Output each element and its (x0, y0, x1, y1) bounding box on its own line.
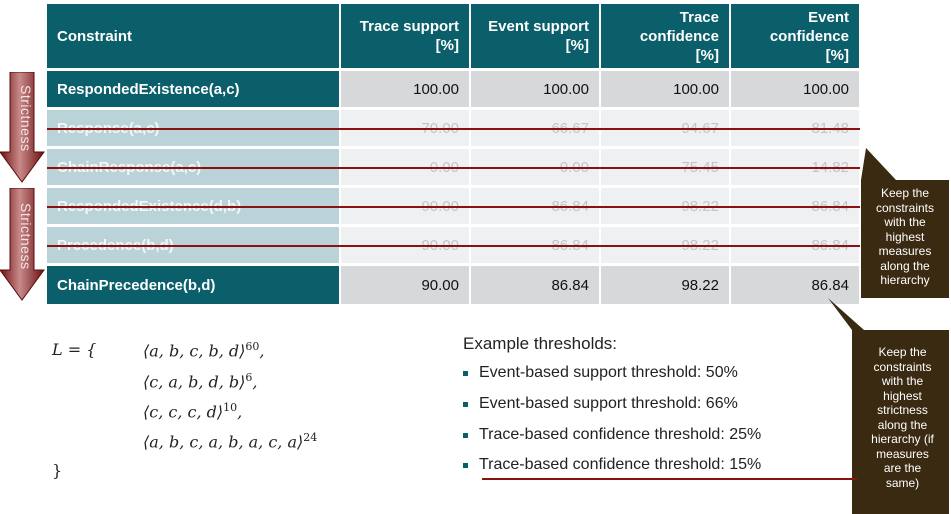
bullet-icon (463, 462, 468, 468)
event-confidence-value: 86.84 (731, 266, 859, 304)
threshold-text: Trace-based confidence threshold: 25% (479, 426, 762, 443)
threshold-text: Event-based support threshold: 66% (479, 395, 738, 412)
header-event-confidence-line1: Event (808, 8, 849, 26)
callout-bottom-line: with the (881, 374, 924, 388)
header-trace-confidence-line3: [%] (695, 46, 719, 64)
trace-confidence-value: 98.22 (601, 266, 729, 304)
trace-separator: , (237, 402, 243, 422)
callout-bottom-line: along the (877, 417, 928, 432)
threshold-item: Event-based support threshold: 50% (463, 364, 738, 382)
event-log-trace: ⟨c, a, b, d, b⟩6, (143, 371, 258, 391)
callout-bottom-line: same) (885, 475, 920, 490)
event-support-value: 100.00 (471, 71, 599, 107)
strike-line-responded-existence-db (47, 206, 860, 208)
header-constraint-label: Constraint (57, 27, 132, 45)
callout-bottom-line: constraints (873, 359, 932, 374)
callout-keep-highest-measures: Keep the constraints with the highest me… (861, 186, 949, 288)
callout-top-line: hierarchy (880, 273, 930, 287)
header-event-confidence-line3: [%] (825, 46, 849, 64)
callout-bottom-line: strictness (877, 403, 928, 417)
callout-bottom-line: are the (883, 461, 922, 475)
threshold-underline (482, 478, 857, 480)
trace-support-value: 90.00 (341, 266, 469, 304)
strictness-arrow-down-icon (0, 72, 45, 183)
callout-top-line: Keep the (880, 186, 930, 200)
trace-support-value: 100.00 (341, 71, 469, 107)
trace-multiplicity: 10 (223, 401, 238, 414)
bullet-icon (463, 401, 468, 407)
strike-line-precedence (47, 245, 860, 247)
header-trace-support: Trace support [%] (341, 4, 469, 68)
event-log-open: L = { (52, 340, 97, 359)
header-trace-confidence-line1: Trace (679, 8, 719, 26)
constraint-name: ChainPrecedence(b,d) (47, 266, 339, 304)
header-trace-support-line2: [%] (435, 37, 459, 54)
event-log-trace: ⟨a, b, c, b, d⟩60, (143, 340, 265, 360)
callout-bottom-line: Keep the (878, 345, 927, 359)
trace-confidence-value: 100.00 (601, 71, 729, 107)
strictness-label-top: Strictness (18, 84, 34, 152)
strictness-label-bottom: Strictness (18, 202, 34, 270)
trace-multiplicity: 6 (245, 371, 253, 384)
event-support-value: 86.84 (471, 266, 599, 304)
threshold-text: Trace-based confidence threshold: 15% (479, 456, 762, 473)
header-trace-confidence-line2: confidence (639, 27, 719, 45)
trace-multiplicity: 24 (303, 431, 318, 444)
trace-separator: , (252, 372, 258, 392)
trace-separator: , (259, 341, 265, 361)
callout-keep-highest-strictness: Keep the constraints with the highest st… (854, 345, 951, 490)
trace-sequence: ⟨a, b, c, a, b, a, c, a⟩ (143, 432, 304, 452)
header-event-support-label: Event support [%] (488, 17, 589, 55)
trace-multiplicity: 60 (245, 340, 260, 353)
constraint-name: RespondedExistence(a,c) (47, 71, 339, 107)
threshold-item: Trace-based confidence threshold: 15% (463, 456, 761, 474)
header-constraint: Constraint (47, 4, 339, 68)
callout-top-line: with the (884, 215, 926, 229)
threshold-item: Event-based support threshold: 66% (463, 395, 738, 413)
event-log-close: } (52, 461, 63, 480)
header-event-confidence-line2: confidence (769, 27, 849, 45)
callout-bottom-line: highest (883, 388, 922, 403)
strictness-arrow-down-icon (0, 188, 45, 301)
header-event-confidence-label: Event confidence [%] (770, 8, 849, 65)
event-log-trace: ⟨a, b, c, a, b, a, c, a⟩24 (143, 431, 317, 451)
header-event-support-line2: [%] (565, 37, 589, 54)
constraints-table: Constraint Trace support [%] Event suppo… (47, 4, 860, 304)
trace-sequence: ⟨a, b, c, b, d⟩ (143, 341, 246, 361)
trace-sequence: ⟨c, a, b, d, b⟩ (143, 372, 246, 392)
event-log-trace: ⟨c, c, c, d⟩10, (143, 401, 242, 421)
trace-sequence: ⟨c, c, c, d⟩ (143, 402, 224, 422)
header-trace-support-line1: Trace support (359, 18, 459, 35)
threshold-text: Event-based support threshold: 50% (479, 364, 738, 381)
header-trace-support-label: Trace support [%] (360, 17, 459, 55)
callout-top-line: constraints (875, 200, 935, 215)
callout-shapes (828, 148, 949, 514)
bullet-icon (463, 432, 468, 438)
bullet-icon (463, 370, 468, 376)
header-event-support-line1: Event support (488, 18, 589, 35)
callout-top-line: measures (878, 244, 932, 258)
header-trace-confidence: Trace confidence [%] (601, 4, 729, 68)
callout-bottom-line: measures (876, 446, 929, 461)
callout-top-line: along the (880, 258, 930, 273)
event-confidence-value: 100.00 (731, 71, 859, 107)
header-event-confidence: Event confidence [%] (731, 4, 859, 68)
thresholds-title: Example thresholds: (463, 334, 618, 353)
header-event-support: Event support [%] (471, 4, 599, 68)
header-trace-confidence-label: Trace confidence [%] (640, 8, 719, 65)
callout-bottom-line: hierarchy (if (871, 432, 934, 446)
threshold-item: Trace-based confidence threshold: 25% (463, 426, 761, 444)
strike-line-response (47, 128, 860, 130)
callout-top-line: highest (885, 229, 925, 244)
strike-line-chain-response (47, 167, 860, 169)
